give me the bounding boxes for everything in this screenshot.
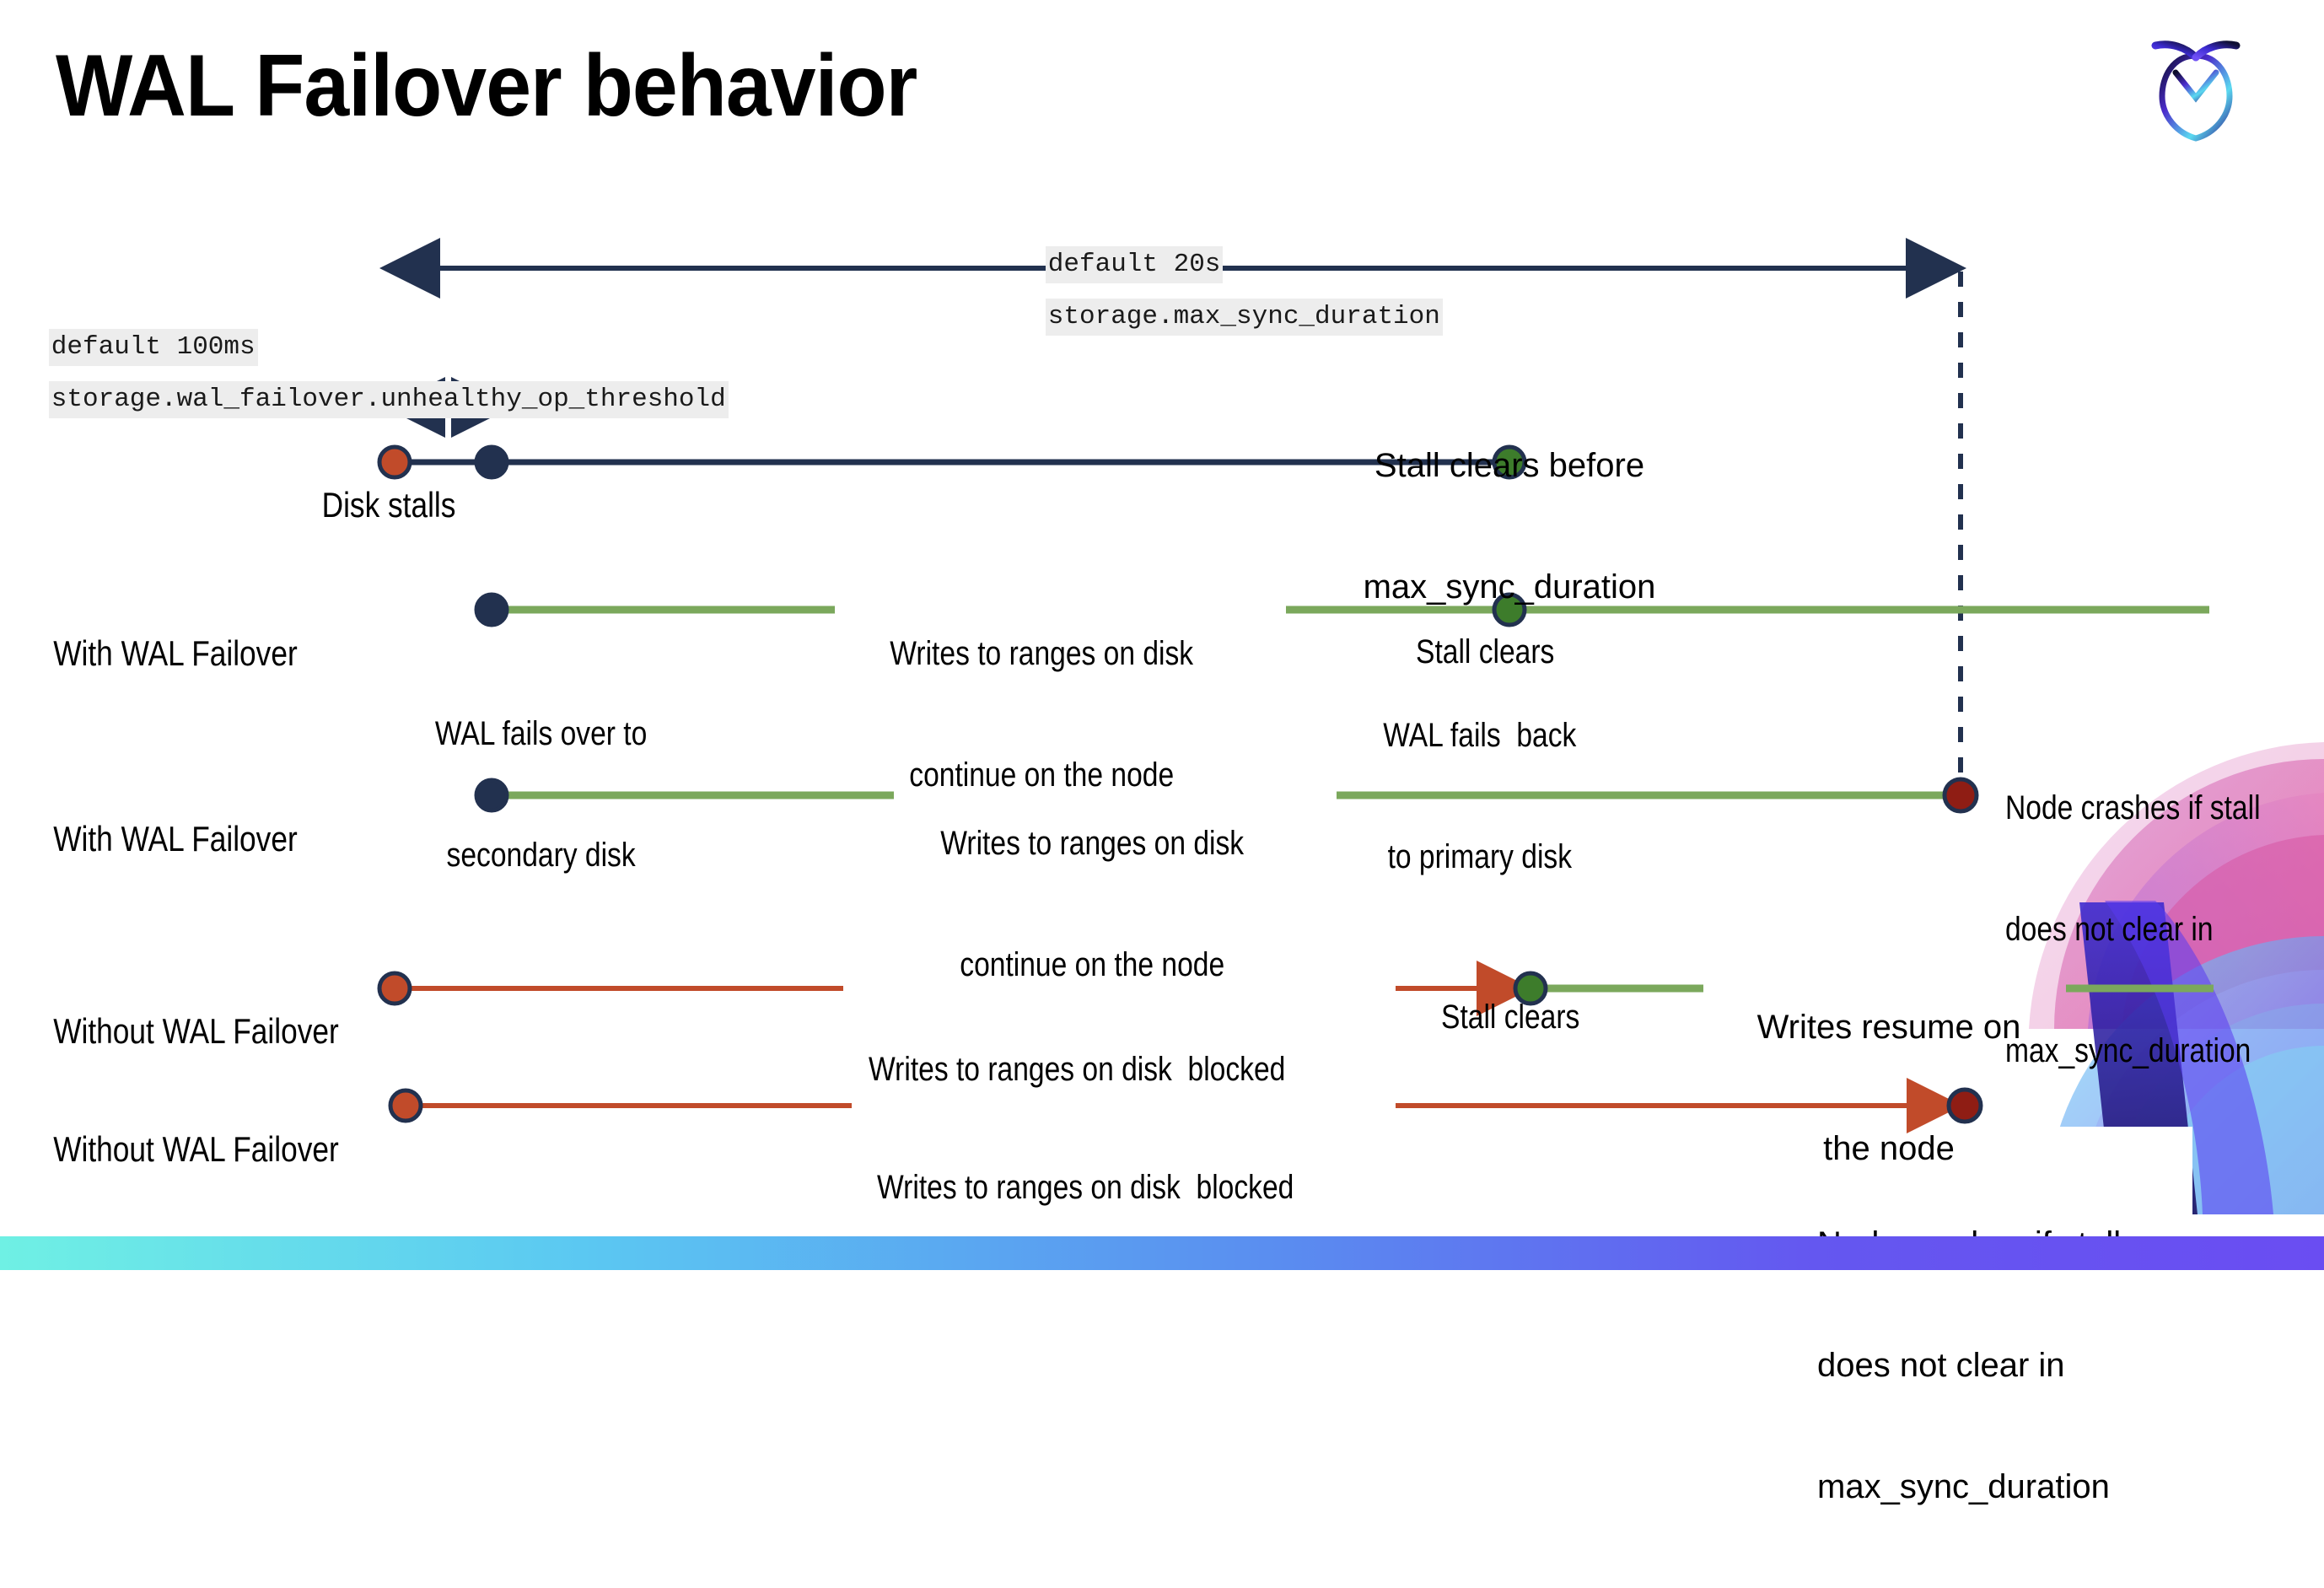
note-stall-clears-row4: Stall clears bbox=[1383, 916, 1638, 1118]
node-crash-dot-1 bbox=[1942, 777, 1979, 814]
stall-clears-dot-row4 bbox=[1513, 971, 1548, 1006]
disk-stall-start-dot-row5 bbox=[388, 1088, 423, 1123]
note-node-crashes-1-line2: does not clear in bbox=[2005, 911, 2214, 948]
note-node-crashes-2: Node crashes if stall does not clear in … bbox=[1817, 1143, 2188, 1588]
note-wal-fails-back-line2: to primary disk bbox=[1387, 838, 1573, 875]
bottom-gradient-band bbox=[0, 1236, 2324, 1270]
max-sync-duration-annotation: default 20s storage.max_sync_duration bbox=[1030, 231, 1443, 351]
note-writes-continue-2-line2: continue on the node bbox=[960, 946, 1225, 983]
disk-stall-start-dot-row4 bbox=[377, 971, 412, 1006]
note-writes-blocked-1: Writes to ranges on disk blocked bbox=[843, 968, 1310, 1171]
unhealthy-default-label: default 100ms bbox=[48, 329, 258, 366]
stall-clears-dot-row2 bbox=[1492, 592, 1527, 627]
max-sync-default-label: default 20s bbox=[1045, 246, 1224, 283]
wal-failover-trigger-dot bbox=[474, 444, 509, 480]
wal-fails-over-dot-2 bbox=[474, 778, 509, 813]
note-node-crashes-2-line3: max_sync_duration bbox=[1817, 1468, 2110, 1505]
row-label-without-wal-failover-2: Without WAL Failover bbox=[53, 1129, 339, 1169]
note-wal-fails-back: WAL fails back to primary disk bbox=[1324, 634, 1636, 958]
max-sync-setting-label: storage.max_sync_duration bbox=[1045, 299, 1443, 336]
row-label-with-wal-failover-2: With WAL Failover bbox=[53, 819, 298, 859]
note-writes-resume: Writes resume on the node bbox=[1737, 926, 2041, 1250]
slide-canvas: WAL Failover behavior bbox=[0, 37, 2324, 1505]
note-wal-fails-over-line2: secondary disk bbox=[446, 837, 636, 874]
note-stall-clears-before: Stall clears before max_sync_duration bbox=[1315, 364, 1703, 688]
disk-stall-start-dot bbox=[377, 444, 412, 480]
note-stall-clears-before-line1: Stall clears before bbox=[1374, 447, 1645, 484]
note-writes-continue-1: Writes to ranges on disk continue on the… bbox=[843, 552, 1240, 876]
note-writes-continue-1-line1: Writes to ranges on disk bbox=[890, 635, 1194, 672]
note-writes-resume-line1: Writes resume on bbox=[1756, 1009, 2021, 1046]
note-node-crashes-1-line3: max_sync_duration bbox=[2005, 1032, 2251, 1069]
unhealthy-setting-label: storage.wal_failover.unhealthy_op_thresh… bbox=[48, 381, 729, 418]
note-node-crashes-1-line1: Node crashes if stall bbox=[2005, 789, 2261, 826]
note-writes-resume-line2: the node bbox=[1823, 1130, 1955, 1167]
unhealthy-op-threshold-annotation: default 100ms storage.wal_failover.unhea… bbox=[34, 314, 729, 433]
note-wal-fails-over-line1: WAL fails over to bbox=[434, 715, 648, 752]
note-stall-clears-row2-label: Stall clears bbox=[1416, 633, 1555, 670]
cockroachdb-logo-icon bbox=[2151, 40, 2241, 142]
note-stall-clears-row2: Stall clears bbox=[1358, 551, 1612, 753]
note-node-crashes-1: Node crashes if stall does not clear in … bbox=[2005, 707, 2303, 1152]
note-node-crashes-2-line2: does not clear in bbox=[1817, 1347, 2065, 1384]
wal-fails-over-dot bbox=[474, 592, 509, 627]
note-stall-clears-row4-label: Stall clears bbox=[1441, 999, 1580, 1036]
note-writes-blocked-2-label: Writes to ranges on disk blocked bbox=[877, 1169, 1294, 1206]
note-wal-fails-over: WAL fails over to secondary disk bbox=[371, 633, 711, 956]
note-stall-clears-before-line2: max_sync_duration bbox=[1363, 568, 1656, 606]
stall-clears-dot-row1 bbox=[1492, 444, 1527, 480]
note-writes-blocked-2: Writes to ranges on disk blocked bbox=[852, 1086, 1319, 1289]
page-title: WAL Failover behavior bbox=[56, 37, 917, 135]
note-writes-continue-2: Writes to ranges on disk continue on the… bbox=[894, 742, 1290, 1066]
row-label-disk-stalls: Disk stalls bbox=[321, 485, 456, 525]
note-wal-fails-back-line1: WAL fails back bbox=[1383, 717, 1577, 754]
node-crash-dot-2 bbox=[1946, 1087, 1983, 1124]
note-writes-continue-2-line1: Writes to ranges on disk bbox=[940, 825, 1245, 862]
row-label-with-wal-failover-1: With WAL Failover bbox=[53, 633, 298, 673]
row-label-without-wal-failover-1: Without WAL Failover bbox=[53, 1011, 339, 1051]
note-writes-continue-1-line2: continue on the node bbox=[909, 756, 1175, 794]
note-writes-blocked-1-label: Writes to ranges on disk blocked bbox=[869, 1051, 1286, 1088]
